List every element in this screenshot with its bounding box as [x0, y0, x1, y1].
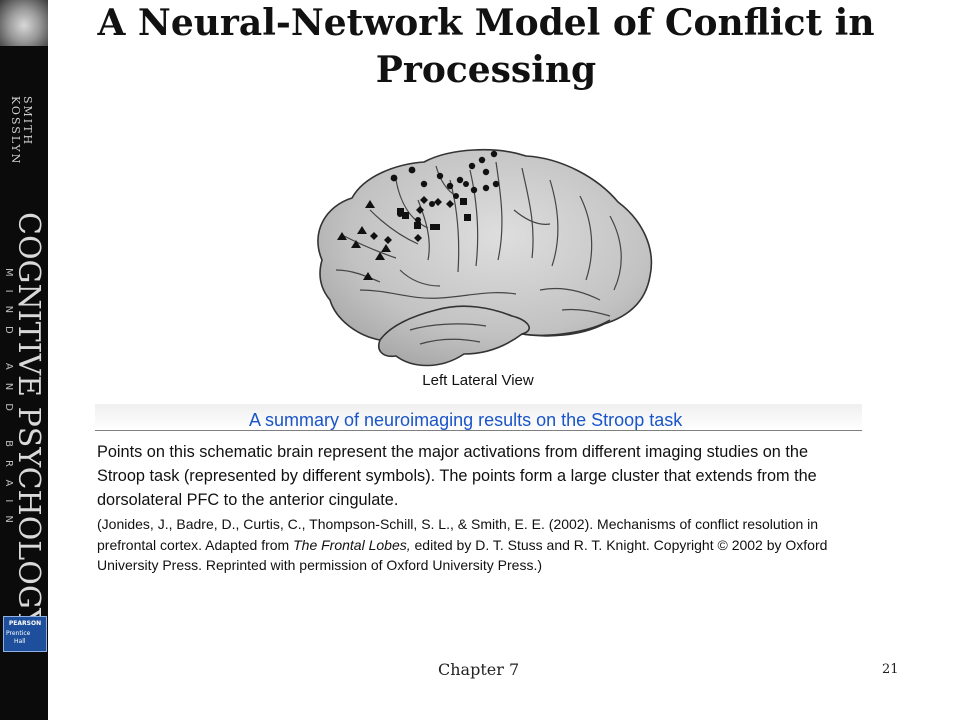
- brain-cerebellum: [521, 319, 611, 336]
- spine-cover-art: [0, 0, 48, 46]
- activation-squares: [397, 198, 471, 230]
- citation-text-end: edited by D. T. Stuss and R. T. Knight. …: [97, 536, 828, 574]
- slide-title: A Neural-Network Model of Conflict in Pr…: [97, 2, 875, 91]
- citation-text-start: (Jonides, J., Badre, D., Curtis, C., Tho…: [97, 516, 819, 553]
- publisher-logo: PEARSON Prentice Hall: [3, 616, 47, 652]
- publisher-name: PEARSON: [8, 620, 42, 627]
- caption-body: Points on this schematic brain represent…: [97, 443, 817, 509]
- brain-illustration: [317, 149, 653, 367]
- figure-view-label: Left Lateral View: [422, 372, 534, 389]
- activation-triangles: [337, 200, 391, 280]
- publisher-imprint-line2: Hall: [14, 638, 26, 645]
- footer-chapter: Chapter 7: [438, 660, 520, 679]
- caption-citation: (Jonides, J., Badre, D., Curtis, C., Tho…: [97, 514, 859, 576]
- caption-divider: [95, 430, 862, 431]
- activation-diamonds: [370, 196, 454, 244]
- activation-circles: [390, 150, 500, 223]
- brain-temporal-lobe: [379, 305, 530, 341]
- publisher-imprint-line1: Prentice: [6, 630, 31, 637]
- brain-cortex: [317, 149, 653, 367]
- figure-caption: A summary of neuroimaging results on the…: [95, 404, 862, 590]
- caption-heading: A summary of neuroimaging results on the…: [249, 410, 683, 430]
- spine-book-subtitle: MIND AND BRAIN: [3, 268, 14, 536]
- footer-page-number: 21: [882, 662, 899, 677]
- spine-author-kosslyn: KOSSLYN: [9, 96, 22, 166]
- citation-book-title: The Frontal Lobes,: [293, 536, 411, 553]
- spine-author-smith: SMITH: [21, 96, 34, 147]
- publisher-imprint: Prentice Hall: [6, 630, 46, 646]
- spine-book-title: COGNITIVE PSYCHOLOGY: [11, 212, 46, 629]
- book-spine: SMITH KOSSLYN COGNITIVE PSYCHOLOGY MIND …: [0, 0, 48, 720]
